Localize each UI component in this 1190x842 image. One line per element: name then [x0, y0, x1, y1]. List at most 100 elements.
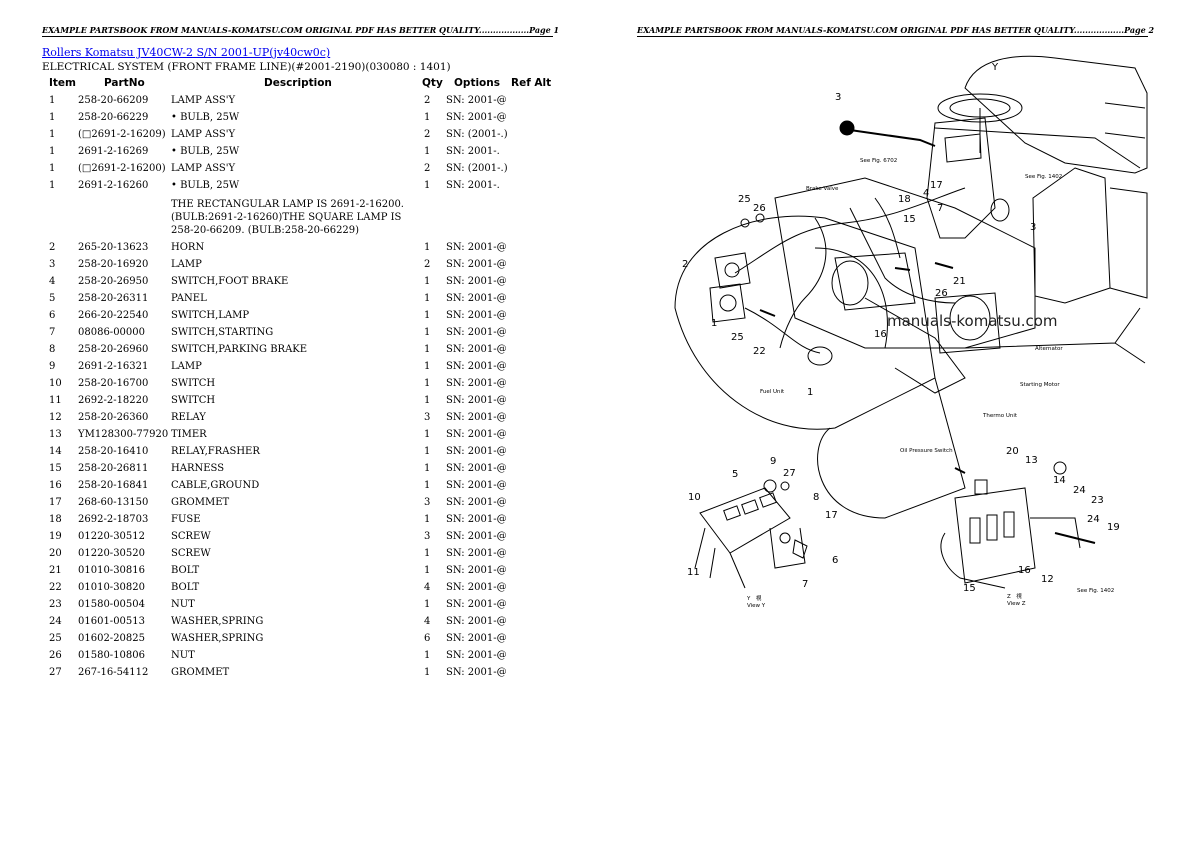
partno-cell: (□2691-2-16209) — [78, 129, 166, 140]
model-title-link[interactable]: Rollers Komatsu JV40CW-2 S/N 2001-UP(jv4… — [42, 46, 331, 59]
svg-text:23: 23 — [1091, 495, 1104, 506]
item-cell: 1 — [49, 180, 56, 191]
qty-cell: 2 — [424, 259, 431, 270]
svg-text:17: 17 — [930, 180, 943, 191]
options-cell: SN: 2001-@ — [446, 259, 507, 270]
qty-cell: 1 — [424, 327, 431, 338]
description-cell: FUSE — [171, 514, 201, 525]
partno-cell: 258-20-66229 — [78, 112, 149, 123]
item-cell: 12 — [49, 412, 62, 423]
item-cell: 27 — [49, 667, 62, 678]
options-cell: SN: (2001-.) — [446, 163, 508, 174]
svg-text:See Fig. 1402: See Fig. 1402 — [1025, 174, 1062, 180]
svg-text:13: 13 — [1025, 455, 1038, 466]
qty-cell: 3 — [424, 531, 431, 542]
svg-text:14: 14 — [1053, 475, 1066, 486]
svg-text:Starting Motor: Starting Motor — [1020, 382, 1060, 388]
item-cell: 16 — [49, 480, 62, 491]
table-header: Item PartNo Description Qty Options Ref … — [42, 77, 557, 91]
svg-text:Oil Pressure Switch: Oil Pressure Switch — [900, 448, 953, 454]
item-cell: 26 — [49, 650, 62, 661]
qty-cell: 6 — [424, 633, 431, 644]
description-cell: RELAY,FRASHER — [171, 446, 260, 457]
item-cell: 5 — [49, 293, 56, 304]
description-cell: NUT — [171, 599, 195, 610]
svg-text:24: 24 — [1073, 485, 1086, 496]
qty-cell: 1 — [424, 344, 431, 355]
partno-cell: 01602-20825 — [78, 633, 146, 644]
col-header-options: Options — [454, 77, 500, 89]
partno-cell: 268-60-13150 — [78, 497, 149, 508]
partno-cell: 2692-2-18703 — [78, 514, 149, 525]
item-cell: 20 — [49, 548, 62, 559]
svg-text:22: 22 — [753, 346, 766, 357]
svg-text:20: 20 — [1006, 446, 1019, 457]
description-cell: SWITCH,PARKING BRAKE — [171, 344, 308, 355]
description-cell: GROMMET — [171, 497, 230, 508]
svg-text:19: 19 — [1107, 522, 1120, 533]
options-cell: SN: 2001-@ — [446, 429, 507, 440]
svg-text:1: 1 — [711, 318, 717, 329]
options-cell: SN: 2001-@ — [446, 463, 507, 474]
qty-cell: 1 — [424, 463, 431, 474]
description-cell: • BULB, 25W — [171, 146, 240, 157]
svg-text:Alternator: Alternator — [1035, 346, 1063, 352]
description-cell: SCREW — [171, 531, 211, 542]
qty-cell: 3 — [424, 497, 431, 508]
svg-text:6: 6 — [832, 555, 838, 566]
options-cell: SN: 2001-. — [446, 146, 500, 157]
partno-cell: 258-20-26960 — [78, 344, 149, 355]
svg-text:Thermo Unit: Thermo Unit — [982, 413, 1018, 419]
item-cell: 23 — [49, 599, 62, 610]
svg-text:View Y: View Y — [747, 603, 766, 609]
item-cell: 10 — [49, 378, 62, 389]
svg-text:7: 7 — [937, 203, 943, 214]
svg-text:26: 26 — [753, 203, 766, 214]
svg-text:3: 3 — [835, 92, 841, 103]
options-cell: SN: 2001-@ — [446, 395, 507, 406]
description-cell: HORN — [171, 242, 205, 253]
qty-cell: 1 — [424, 480, 431, 491]
partno-cell: 2691-2-16321 — [78, 361, 149, 372]
svg-text:8: 8 — [813, 492, 819, 503]
item-cell: 24 — [49, 616, 62, 627]
svg-text:View Z: View Z — [1007, 601, 1026, 607]
svg-text:2: 2 — [682, 259, 688, 270]
partno-cell: 01010-30816 — [78, 565, 146, 576]
qty-cell: 1 — [424, 361, 431, 372]
item-cell: 4 — [49, 276, 56, 287]
description-cell: SWITCH — [171, 378, 216, 389]
svg-text:Brake Valve: Brake Valve — [806, 186, 839, 192]
options-cell: SN: 2001-@ — [446, 650, 507, 661]
item-cell: 8 — [49, 344, 56, 355]
svg-text:9: 9 — [770, 456, 776, 467]
qty-cell: 1 — [424, 548, 431, 559]
qty-cell: 1 — [424, 514, 431, 525]
qty-cell: 1 — [424, 667, 431, 678]
svg-text:21: 21 — [953, 276, 966, 287]
col-header-ref-alt: Ref Alt — [511, 77, 552, 89]
description-cell: WASHER,SPRING — [171, 616, 264, 627]
description-cell: SWITCH,STARTING — [171, 327, 274, 338]
qty-cell: 1 — [424, 599, 431, 610]
partno-cell: 258-20-16410 — [78, 446, 149, 457]
partno-cell: 2692-2-18220 — [78, 395, 149, 406]
table-note: THE RECTANGULAR LAMP IS 2691-2-16200. (B… — [171, 199, 404, 236]
description-cell: LAMP — [171, 259, 202, 270]
options-cell: SN: (2001-.) — [446, 129, 508, 140]
